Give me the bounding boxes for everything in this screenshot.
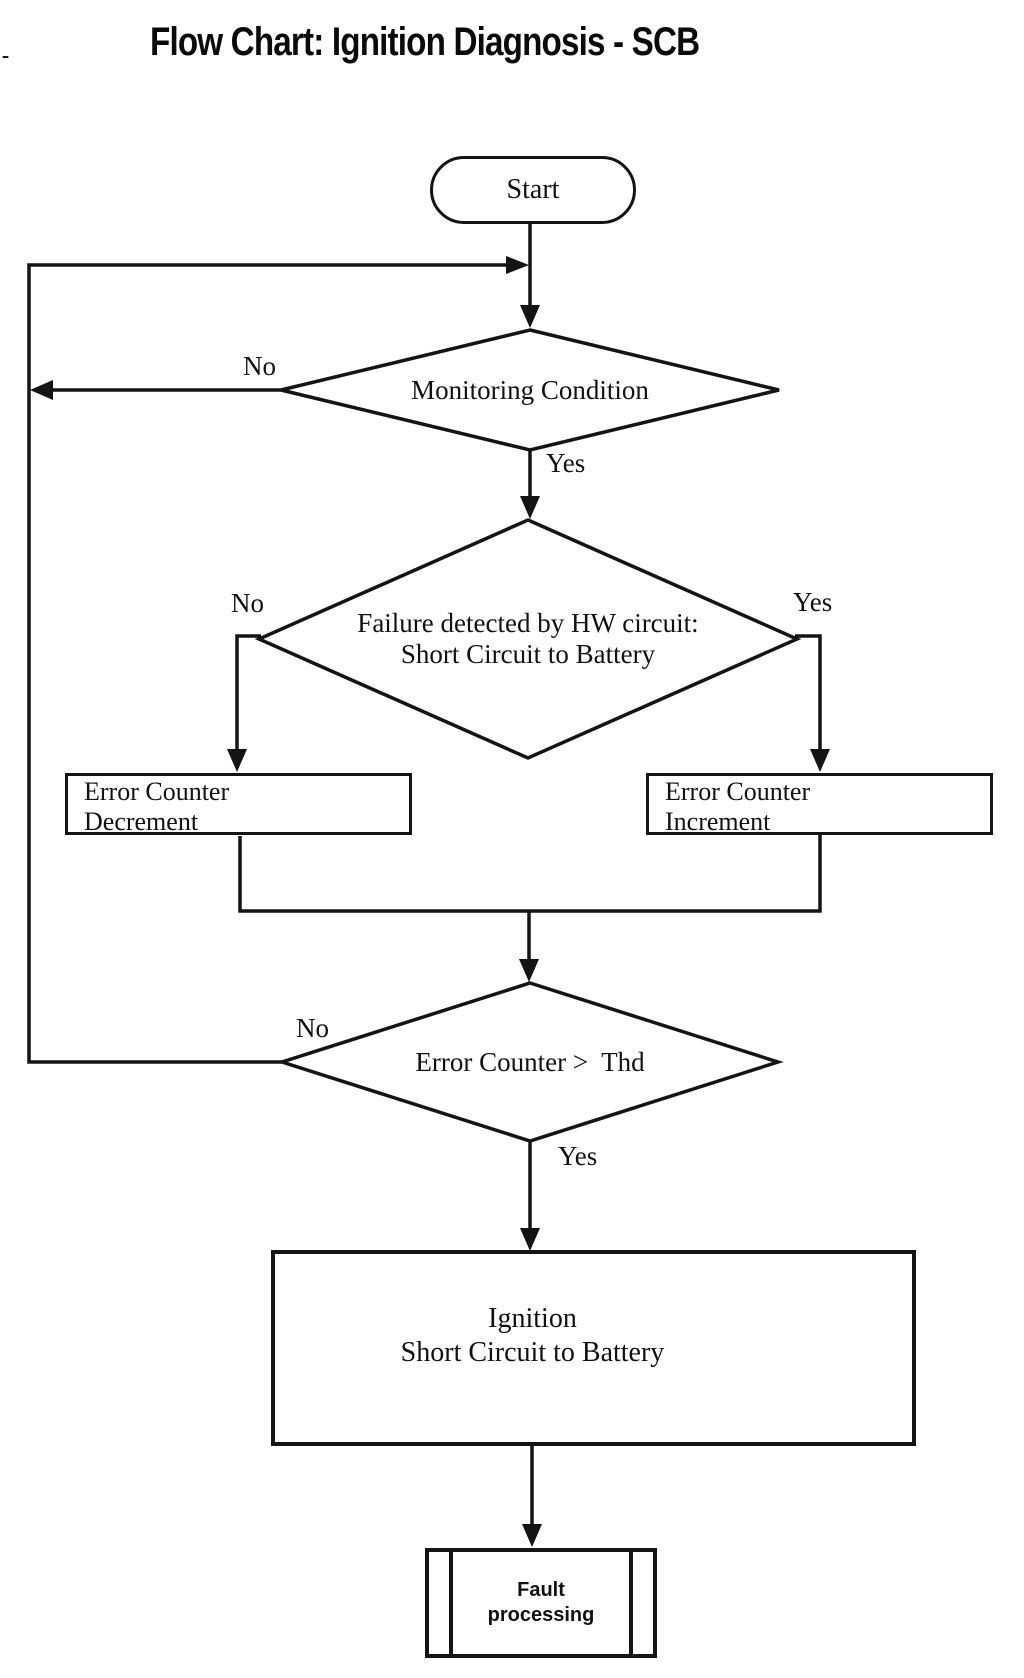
edge-failure-yes <box>795 634 822 751</box>
failure-detected-label: Failure detected by HW circuit: Short Ci… <box>357 608 699 669</box>
arrowhead-into-ignition-box <box>520 1228 540 1251</box>
page-number-period: . <box>0 46 9 58</box>
failure-no-label: No <box>231 588 264 618</box>
arrowhead-into-monitoring <box>520 305 540 328</box>
edge-counters-join <box>238 834 822 913</box>
edge-failure-no <box>235 634 261 751</box>
monitoring-yes-label: Yes <box>546 448 586 478</box>
process-error-counter-decrement: Error Counter Decrement <box>65 773 412 836</box>
arrowhead-into-fault-processing <box>522 1524 542 1547</box>
predefined-left-bar <box>449 1552 453 1654</box>
threshold-yes-label: Yes <box>558 1141 598 1171</box>
predefined-right-bar <box>629 1552 633 1654</box>
arrowhead-into-threshold <box>519 959 539 982</box>
arrowhead-into-increment <box>810 749 830 772</box>
monitoring-condition-label: Monitoring Condition <box>411 374 649 405</box>
monitoring-no-label: No <box>243 351 276 381</box>
start-label: Start <box>506 174 560 205</box>
arrowhead-into-failure-decision <box>520 496 540 519</box>
ignition-label: Ignition Short Circuit to Battery <box>400 1303 665 1368</box>
arrowhead-monitoring-no-into-rail <box>30 380 53 400</box>
threshold-label: Error Counter > Thd <box>415 1046 645 1077</box>
failure-yes-label: Yes <box>793 587 833 617</box>
process-ignition-short-circuit: Ignition Short Circuit to Battery <box>271 1250 916 1446</box>
arrowhead-loopback-into-axis <box>506 256 529 274</box>
threshold-no-label: No <box>296 1013 329 1043</box>
start-node: Start <box>430 156 636 224</box>
predefined-fault-processing: Fault processing <box>425 1548 657 1658</box>
process-error-counter-increment: Error Counter Increment <box>646 773 993 836</box>
edge-loopback-rail <box>27 263 508 1064</box>
decision-failure-detected <box>254 518 802 760</box>
flowchart-title: Flow Chart: Ignition Diagnosis - SCB <box>150 20 700 64</box>
arrowhead-into-decrement <box>227 749 247 772</box>
